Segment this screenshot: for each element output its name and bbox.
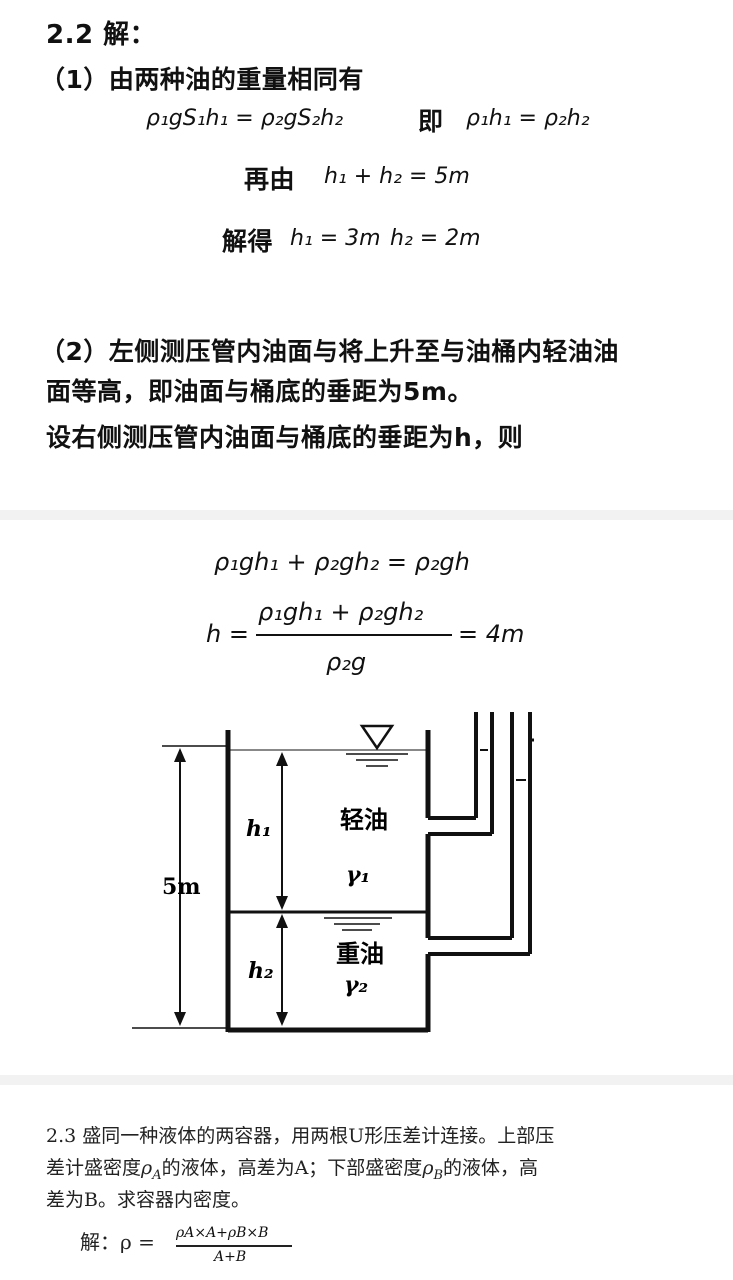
problem-panel-2-3: 2.3 盛同一种液体的两容器，用两根U形压差计连接。上部压 差计盛密度ρA的液体…: [0, 1085, 733, 1280]
ji-label: 即: [418, 107, 444, 136]
part1-label: （1）由两种油的重量相同有: [40, 65, 364, 94]
formula-figure-panel: ρ₁gh₁ + ρ₂gh₂ = ρ₂gh h = ρ₁gh₁ + ρ₂gh₂ ρ…: [0, 520, 733, 1075]
equation-h2: h₂ = 2m: [390, 226, 481, 251]
fraction-denominator: ρ₂g: [326, 648, 367, 676]
problem-line2: 差计盛密度ρA的液体，高差为A；下部盛密度ρB的液体，高: [46, 1157, 539, 1183]
equation-sum: h₁ + h₂ = 5m: [324, 164, 470, 189]
fraction-numerator: ρ₁gh₁ + ρ₂gh₂: [258, 598, 424, 626]
label-gamma1: γ₁: [346, 862, 370, 888]
equation-weight: ρ₁gS₁h₁ = ρ₂gS₂h₂: [146, 106, 344, 131]
label-h1: h₁: [246, 816, 272, 842]
answer-denominator: A+B: [214, 1249, 247, 1265]
fraction-bar: [256, 634, 452, 636]
separator-2: [0, 1075, 733, 1085]
jiede-label: 解得: [222, 227, 274, 256]
part2-line2: 面等高，即油面与桶底的垂距为5m。: [46, 377, 473, 406]
solution-panel-2-2: 2.2 解： （1）由两种油的重量相同有 ρ₁gS₁h₁ = ρ₂gS₂h₂ 即…: [0, 0, 733, 510]
pressure-balance-formula: ρ₁gh₁ + ρ₂gh₂ = ρ₂gh: [214, 548, 470, 576]
heading-2-2: 2.2 解：: [46, 20, 157, 50]
part2-line3: 设右侧测压管内油面与桶底的垂距为h，则: [46, 423, 524, 452]
answer-fraction-bar: [176, 1245, 292, 1247]
zaiyou-label: 再由: [244, 165, 296, 194]
h-result: = 4m: [458, 620, 525, 648]
label-gamma2: γ₂: [344, 972, 368, 998]
oil-tank-diagram: h₁ h₂ 5m 轻油 γ₁ 重油 γ₂: [132, 712, 534, 1033]
problem-line3: 差为B。求容器内密度。: [46, 1189, 250, 1211]
answer-numerator: ρA×A+ρB×B: [176, 1225, 269, 1241]
separator-1: [0, 510, 733, 520]
problem-line1: 2.3 盛同一种液体的两容器，用两根U形压差计连接。上部压: [46, 1125, 555, 1147]
part2-line1: （2）左侧测压管内油面与将上升至与油桶内轻油油: [40, 337, 619, 366]
label-light-oil: 轻油: [340, 805, 388, 834]
label-5m: 5m: [162, 874, 201, 900]
answer-label: 解：ρ =: [80, 1230, 155, 1254]
equation-h1: h₁ = 3m: [290, 226, 381, 251]
label-h2: h₂: [248, 958, 274, 984]
h-lhs: h =: [206, 620, 249, 648]
label-heavy-oil: 重油: [336, 939, 384, 968]
equation-density-height: ρ₁h₁ = ρ₂h₂: [466, 106, 590, 131]
